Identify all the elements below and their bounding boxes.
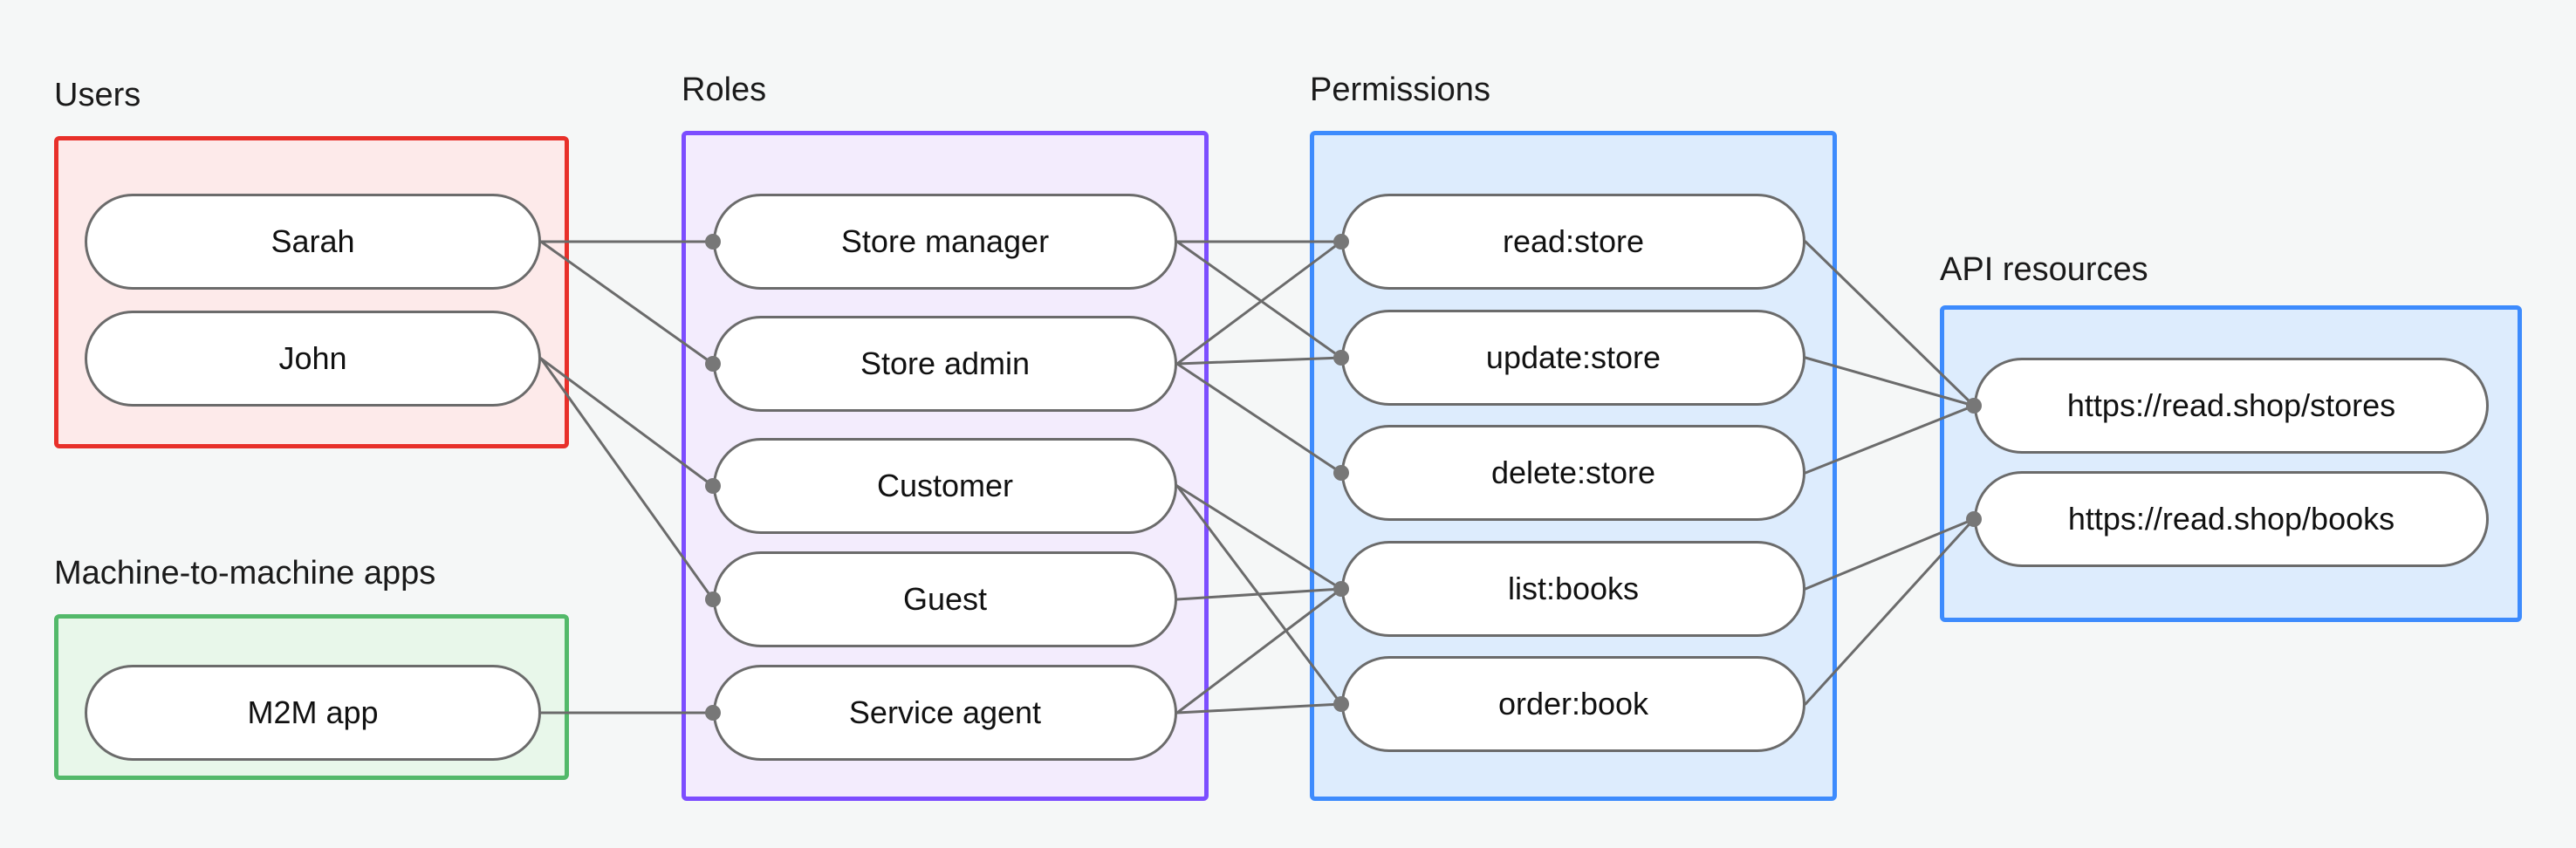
group-title-m2m: Machine-to-machine apps xyxy=(54,555,436,592)
node-storemgr[interactable]: Store manager xyxy=(713,194,1177,290)
connection-port-resbooks xyxy=(1966,511,1982,527)
group-title-api: API resources xyxy=(1940,251,2148,288)
node-listbooks[interactable]: list:books xyxy=(1341,541,1805,637)
node-resbooks[interactable]: https://read.shop/books xyxy=(1974,471,2489,567)
connection-port-guest xyxy=(705,592,721,607)
node-resstores[interactable]: https://read.shop/stores xyxy=(1974,358,2489,454)
connection-port-resstores xyxy=(1966,398,1982,414)
node-orderbook[interactable]: order:book xyxy=(1341,656,1805,752)
connection-port-deletestore xyxy=(1333,465,1349,481)
group-box-api xyxy=(1940,305,2522,622)
node-customer[interactable]: Customer xyxy=(713,438,1177,534)
node-deletestore[interactable]: delete:store xyxy=(1341,425,1805,521)
node-m2mapp[interactable]: M2M app xyxy=(85,665,541,761)
node-guest[interactable]: Guest xyxy=(713,551,1177,647)
connection-port-orderbook xyxy=(1333,696,1349,712)
group-title-users: Users xyxy=(54,77,141,113)
node-updatestore[interactable]: update:store xyxy=(1341,310,1805,406)
connection-port-serviceagt xyxy=(705,705,721,721)
connection-port-storemgr xyxy=(705,234,721,250)
node-serviceagt[interactable]: Service agent xyxy=(713,665,1177,761)
connection-port-storeadmin xyxy=(705,356,721,372)
node-storeadmin[interactable]: Store admin xyxy=(713,316,1177,412)
node-john[interactable]: John xyxy=(85,311,541,407)
connection-port-readstore xyxy=(1333,234,1349,250)
group-title-roles: Roles xyxy=(682,72,767,108)
node-readstore[interactable]: read:store xyxy=(1341,194,1805,290)
node-sarah[interactable]: Sarah xyxy=(85,194,541,290)
group-title-permissions: Permissions xyxy=(1310,72,1490,108)
connection-port-customer xyxy=(705,478,721,494)
connection-port-listbooks xyxy=(1333,581,1349,597)
connection-port-updatestore xyxy=(1333,350,1349,366)
